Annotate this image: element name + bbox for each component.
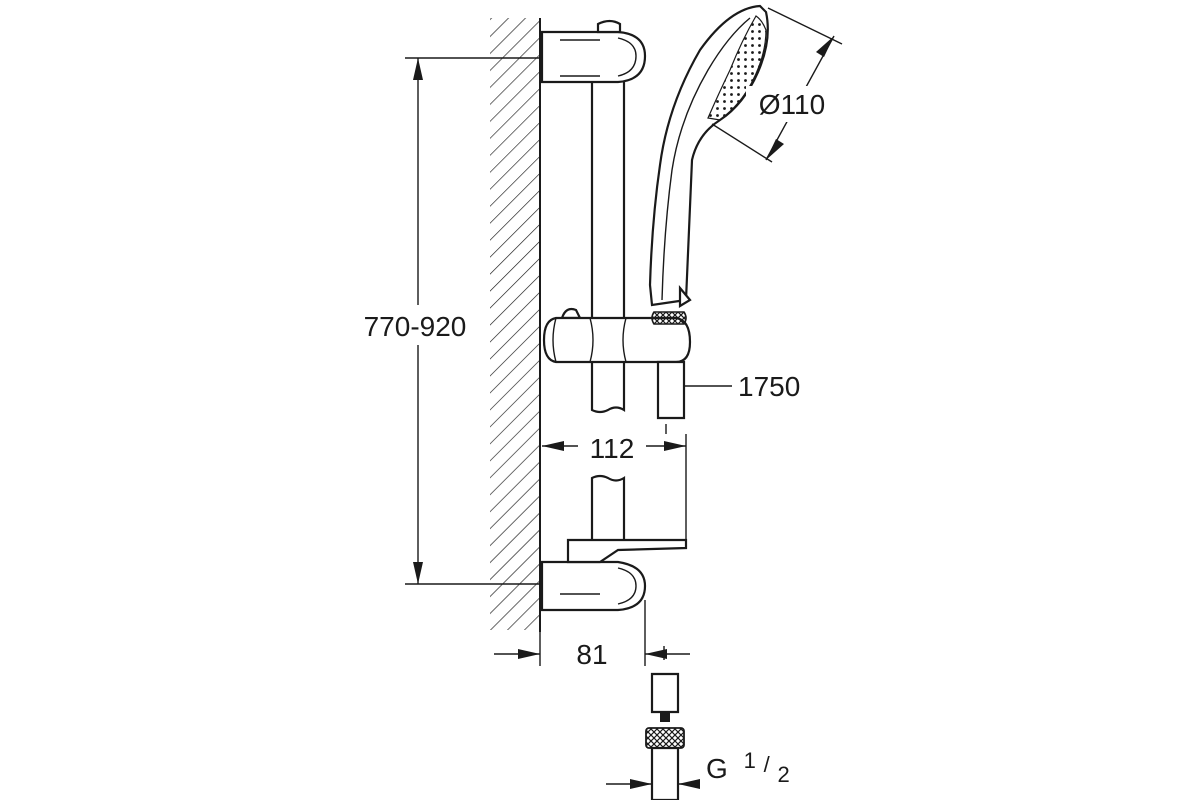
thread-slash: / bbox=[764, 752, 771, 777]
wall bbox=[490, 18, 541, 632]
head-diameter-dimension bbox=[711, 7, 843, 163]
thread-label: G 1 / 2 bbox=[706, 743, 790, 787]
wall-offset-label: 81 bbox=[576, 639, 607, 670]
thread-denominator: 2 bbox=[778, 762, 790, 787]
shower-rail bbox=[590, 58, 626, 547]
slider-offset-dimension bbox=[542, 424, 687, 545]
thread-numerator: 1 bbox=[744, 748, 756, 773]
hand-shower bbox=[648, 4, 769, 308]
wall-offset-dimension bbox=[494, 600, 690, 666]
bottom-bracket bbox=[540, 538, 688, 612]
hose-length-label: 1750 bbox=[738, 371, 800, 402]
head-diameter-label: Ø110 bbox=[759, 89, 825, 120]
thread-main: G bbox=[706, 753, 728, 784]
hose-connector bbox=[645, 646, 685, 800]
height-dimension bbox=[352, 57, 545, 585]
height-range-label: 770-920 bbox=[364, 311, 467, 342]
top-bracket bbox=[540, 19, 647, 84]
hose bbox=[656, 360, 686, 420]
thread-dimension bbox=[606, 779, 700, 789]
slider bbox=[542, 307, 692, 364]
slider-offset-label: 112 bbox=[590, 433, 635, 464]
